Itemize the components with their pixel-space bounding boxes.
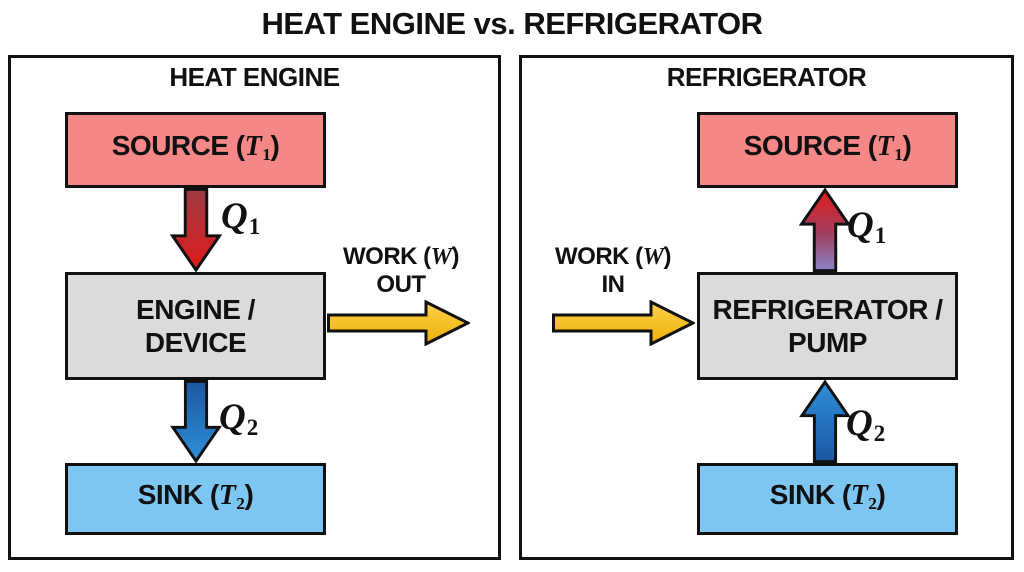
q1-symbol: Q — [221, 196, 248, 237]
work-in-line1: WORK (W) — [540, 243, 686, 271]
q1-heat-flow-up-arrow-icon — [799, 188, 851, 272]
refrigerator-heading: REFRIGERATOR — [666, 62, 867, 92]
device-label-line2: DEVICE — [144, 327, 247, 358]
refrigerator-source-box: SOURCE (T1) — [697, 112, 958, 188]
work-symbol: W — [430, 244, 452, 270]
sink-label-suffix: ) — [244, 479, 254, 511]
source-label: SOURCE (T1) — [744, 129, 912, 170]
heat-engine-heading: HEAT ENGINE — [169, 62, 340, 92]
q1-symbol: Q — [847, 205, 874, 246]
device-label-line1: ENGINE / — [136, 294, 255, 325]
work-label-prefix: WORK ( — [343, 243, 431, 270]
q1-label: Q1 — [847, 206, 886, 256]
sink-label-suffix: ) — [876, 479, 886, 511]
temperature-symbol: T — [850, 480, 868, 512]
heat-engine-sink-box: SINK (T2) — [65, 463, 326, 535]
diagram-title: HEAT ENGINE vs. REFRIGERATOR — [261, 6, 763, 41]
sink-label: SINK (T2) — [138, 478, 254, 519]
q2-label: Q2 — [846, 404, 885, 454]
source-label-suffix: ) — [902, 130, 912, 162]
temperature-symbol: T — [876, 131, 894, 163]
q1-subscript: 1 — [874, 222, 887, 248]
work-out-line1: WORK (W) — [330, 243, 472, 271]
device-label-line2: PUMP — [788, 327, 867, 358]
work-in-label: WORK (W) IN — [540, 243, 686, 299]
temperature-symbol: T — [244, 131, 262, 163]
heat-engine-source-box: SOURCE (T1) — [65, 112, 326, 188]
temperature-subscript: 2 — [236, 493, 245, 513]
refrigerator-sink-box: SINK (T2) — [697, 463, 958, 535]
q2-heat-flow-down-arrow-icon — [170, 380, 222, 463]
work-symbol: W — [642, 244, 664, 270]
temperature-subscript: 1 — [262, 144, 271, 164]
sink-label-prefix: SINK ( — [137, 479, 220, 511]
refrigerator-pump-box: REFRIGERATOR / PUMP — [697, 272, 958, 380]
work-in-direction: IN — [601, 271, 626, 298]
engine-device-box: ENGINE / DEVICE — [65, 272, 326, 380]
q2-symbol: Q — [219, 397, 246, 438]
work-out-direction: OUT — [376, 271, 426, 298]
q2-subscript: 2 — [246, 414, 259, 440]
source-label: SOURCE (T1) — [112, 129, 280, 170]
work-label-suffix: ) — [663, 243, 672, 270]
work-out-label: WORK (W) OUT — [330, 243, 472, 299]
sink-label-prefix: SINK ( — [769, 479, 852, 511]
temperature-subscript: 1 — [894, 144, 903, 164]
sink-label: SINK (T2) — [770, 478, 886, 519]
work-label-suffix: ) — [451, 243, 460, 270]
q2-heat-flow-up-arrow-icon — [799, 380, 851, 463]
source-label-prefix: SOURCE ( — [743, 130, 877, 162]
device-label-line1: REFRIGERATOR / — [712, 294, 943, 325]
temperature-symbol: T — [218, 480, 236, 512]
q1-heat-flow-down-arrow-icon — [170, 188, 222, 272]
source-label-prefix: SOURCE ( — [111, 130, 245, 162]
q2-label: Q2 — [219, 398, 258, 448]
q2-symbol: Q — [846, 403, 873, 444]
temperature-subscript: 2 — [868, 493, 877, 513]
work-label-prefix: WORK ( — [555, 243, 643, 270]
source-label-suffix: ) — [270, 130, 280, 162]
q1-label: Q1 — [221, 197, 260, 247]
q2-subscript: 2 — [873, 420, 886, 446]
work-out-arrow-icon — [327, 300, 470, 346]
q1-subscript: 1 — [248, 213, 261, 239]
work-in-arrow-icon — [552, 300, 695, 346]
